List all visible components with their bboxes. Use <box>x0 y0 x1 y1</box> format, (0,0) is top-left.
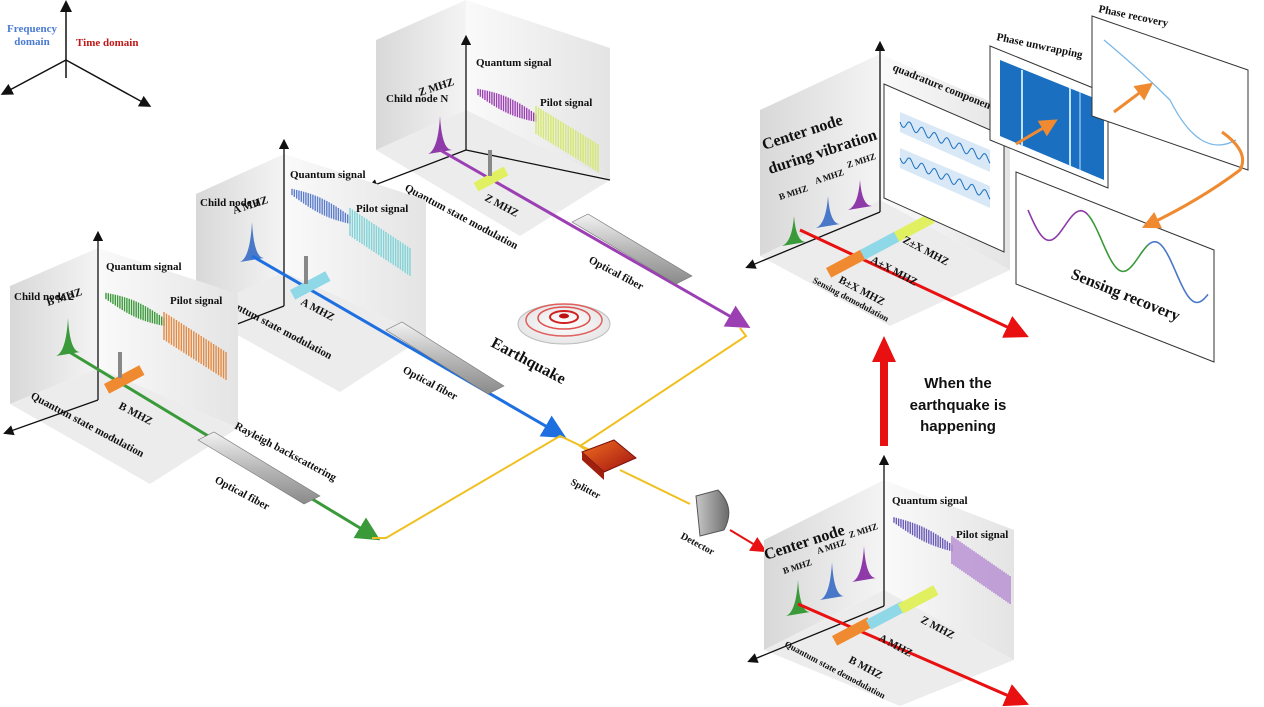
detector: Detector <box>679 489 767 558</box>
child-node-n-peak <box>428 116 452 154</box>
sensing-recovery-panel: Sensing recovery <box>1015 171 1215 363</box>
svg-text:Quantum signal: Quantum signal <box>106 261 182 273</box>
svg-text:Quantum signal: Quantum signal <box>476 57 552 69</box>
svg-text:Pilot signal: Pilot signal <box>540 97 592 109</box>
svg-text:Quantum signal: Quantum signal <box>892 495 968 507</box>
svg-text:Child node 1: Child node 1 <box>200 197 260 209</box>
child-node-2-quantum-wave <box>105 292 165 326</box>
event-indicator: When the earthquake is happening <box>872 336 1006 446</box>
child-node-1-modulator <box>289 271 331 300</box>
svg-text:Pilot signal: Pilot signal <box>356 203 408 215</box>
orange-flow <box>1015 82 1245 229</box>
child-node-n-quantum-wave <box>477 88 537 122</box>
child-node-n: Child node N Z MHZ Quantum signal Pilot … <box>367 0 751 328</box>
child-node-2-modulator <box>103 365 145 394</box>
center-node-quantum-wave <box>893 517 953 552</box>
child-node-2-pilot-wave <box>163 312 227 380</box>
svg-text:Optical fiber: Optical fiber <box>213 474 272 513</box>
earthquake: Earthquake <box>488 303 611 388</box>
svg-text:Detector: Detector <box>679 531 717 558</box>
svg-text:happening: happening <box>920 418 996 435</box>
child-node-1-quantum-wave <box>291 188 351 224</box>
svg-text:Splitter: Splitter <box>569 477 603 502</box>
svg-text:Child node 2: Child node 2 <box>14 291 74 303</box>
svg-text:earthquake is: earthquake is <box>910 397 1007 414</box>
time-domain-label: Time domain <box>76 37 138 49</box>
svg-text:Rayleigh backscattering: Rayleigh backscattering <box>233 420 339 484</box>
child-node-n-modulator <box>473 166 509 192</box>
center-node-pilot-wave <box>951 536 1011 604</box>
child-node-2-peak <box>56 318 80 356</box>
child-node-1-pilot-wave <box>349 208 411 276</box>
child-node-n-pilot-wave <box>535 106 599 172</box>
svg-text:When the: When the <box>924 375 992 392</box>
svg-text:Pilot signal: Pilot signal <box>956 529 1008 541</box>
splitter: Splitter <box>569 439 637 502</box>
svg-text:Quantum signal: Quantum signal <box>290 169 366 181</box>
child-node-2: Child node 2 B MHZ Quantum signal Pilot … <box>3 230 381 541</box>
center-node: Center node B MHZ A MHZ Z MHZ Quantum si… <box>747 454 1029 707</box>
fiber-1: Optical fiber <box>385 321 505 403</box>
fiber-n: Optical fiber <box>571 213 693 293</box>
svg-text:Pilot signal: Pilot signal <box>170 295 222 307</box>
child-node-n-title: Child node N <box>386 93 448 105</box>
child-node-1-peak <box>240 222 264 262</box>
phase-recovery-panel: Phase recovery <box>1091 3 1249 171</box>
